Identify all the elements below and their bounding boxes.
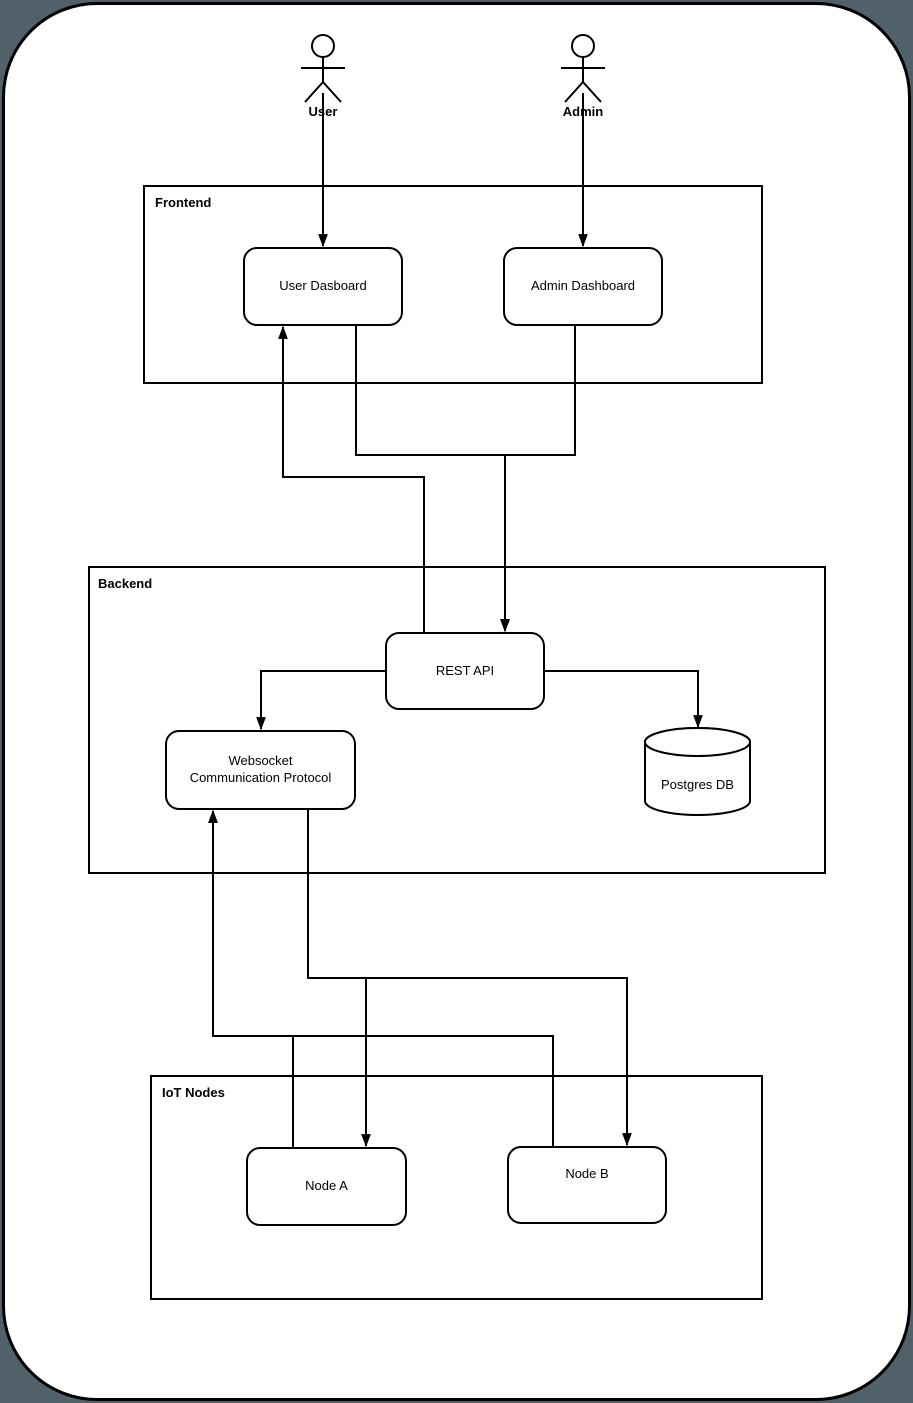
websocket-label-line2: Communication Protocol (189, 770, 332, 785)
iot-nodes-container: IoT Nodes (150, 1075, 763, 1300)
iot-nodes-container-label: IoT Nodes (162, 1085, 225, 1100)
edge-websocket-to-node-b (307, 810, 632, 1147)
edge-node-b-to-websocket (208, 809, 554, 1146)
edge-rest-api-to-user-dashboard (278, 325, 425, 632)
frontend-container-label: Frontend (155, 195, 212, 210)
node-b-node: Node B (507, 1146, 667, 1224)
user-dashboard-label: User Dasboard (279, 278, 367, 294)
backend-container: Backend (88, 566, 826, 874)
edge-rest-api-to-websocket (256, 670, 385, 731)
postgres-db-label: Postgres DB (661, 777, 734, 792)
user-actor-label: User (308, 104, 338, 119)
frontend-container: Frontend (143, 185, 763, 384)
websocket-label-line1: Websocket (228, 753, 293, 769)
node-a-node: Node A (246, 1147, 407, 1226)
postgres-db-cylinder (644, 727, 751, 816)
admin-actor-label: Admin (562, 104, 604, 119)
node-a-label: Node A (305, 1178, 348, 1194)
edge-rest-api-to-postgres-db (545, 670, 703, 729)
websocket-node: Websocket Communication Protocol (165, 730, 356, 810)
user-dashboard-node: User Dasboard (243, 247, 403, 326)
edge-admin-dashboard-to-rest-api (500, 326, 576, 633)
admin-dashboard-node: Admin Dashboard (503, 247, 663, 326)
node-b-label: Node B (565, 1165, 609, 1181)
admin-dashboard-label: Admin Dashboard (530, 278, 636, 294)
rest-api-node: REST API (385, 632, 545, 710)
backend-container-label: Backend (98, 576, 153, 591)
admin-actor-icon (561, 34, 605, 103)
rest-api-label: REST API (435, 662, 495, 678)
user-actor-icon (301, 34, 345, 103)
